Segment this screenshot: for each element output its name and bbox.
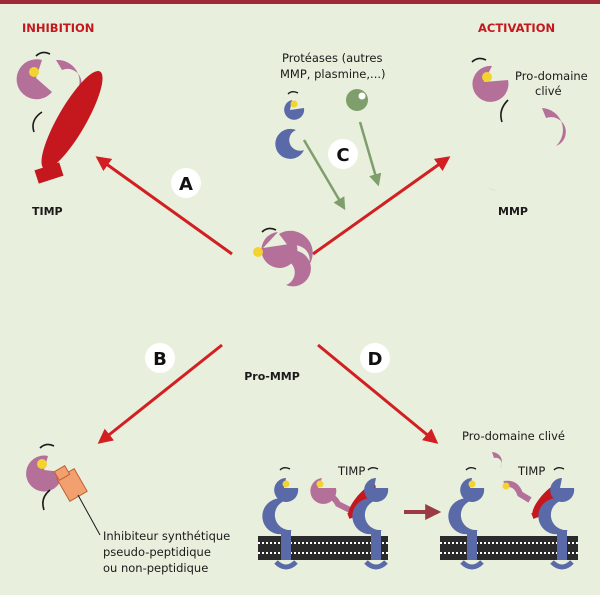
pro-mmp-molecule xyxy=(246,227,313,348)
arrow-protease-1 xyxy=(302,139,346,211)
protease-mmp-molecule xyxy=(275,91,305,159)
membrane-mmp-right-2 xyxy=(538,467,575,570)
timp-inhibited-mmp xyxy=(11,51,103,190)
synthetic-inhibited-mmp xyxy=(17,443,101,561)
arrow-protease-2 xyxy=(358,121,382,187)
mmp-label: MMP xyxy=(498,205,528,218)
inhibiteur-label-line3: ou non-peptidique xyxy=(103,561,208,575)
pathway-b-badge: B xyxy=(145,343,175,373)
timp-membrane-right-label: TIMP xyxy=(517,464,545,478)
inhibiteur-label-line2: pseudo-peptidique xyxy=(103,545,211,559)
pro-domaine-clive-label-line2: clivé xyxy=(535,84,562,98)
pathway-c-letter: C xyxy=(336,145,349,166)
pathway-a-badge: A xyxy=(171,168,201,198)
heading-activation: ACTIVATION xyxy=(478,21,555,35)
plasmin-molecule xyxy=(346,89,368,111)
pro-domaine-clive-membrane-label: Pro-domaine clivé xyxy=(462,429,565,443)
membrane-left xyxy=(258,536,388,560)
arrow-a xyxy=(95,156,233,256)
heading-inhibition: INHIBITION xyxy=(22,21,94,35)
pathway-d-badge: D xyxy=(360,343,390,373)
inhibiteur-label-line1: Inhibiteur synthétique xyxy=(103,529,230,543)
arrow-d xyxy=(317,343,439,444)
pathway-c-badge: C xyxy=(328,139,358,169)
arrow-b xyxy=(97,343,223,444)
activated-mmp xyxy=(465,57,566,192)
pro-mmp-label: Pro-MMP xyxy=(244,370,300,383)
membrane-mmp-right-1 xyxy=(448,467,485,570)
membrane-cleaved-mmp-right xyxy=(502,480,532,503)
top-border xyxy=(0,0,600,4)
pathway-a-letter: A xyxy=(179,174,193,195)
timp-label: TIMP xyxy=(32,205,63,218)
proteases-label-line1: Protéases (autres xyxy=(282,51,382,65)
proteases-label-line2: MMP, plasmine,...) xyxy=(280,67,386,81)
arrow-activation xyxy=(312,156,451,256)
membrane-pro-domain-cleaved xyxy=(492,452,502,468)
membrane-right xyxy=(440,536,578,560)
membrane-mmp-left-1 xyxy=(262,467,299,570)
membrane-mmp-left-2 xyxy=(352,467,389,570)
pro-domaine-clive-label-line1: Pro-domaine xyxy=(515,69,588,83)
pathway-b-letter: B xyxy=(153,349,167,370)
membrane-prommp-left xyxy=(310,478,352,513)
pathway-d-letter: D xyxy=(368,349,383,370)
timp-membrane-left-label: TIMP xyxy=(337,464,365,478)
